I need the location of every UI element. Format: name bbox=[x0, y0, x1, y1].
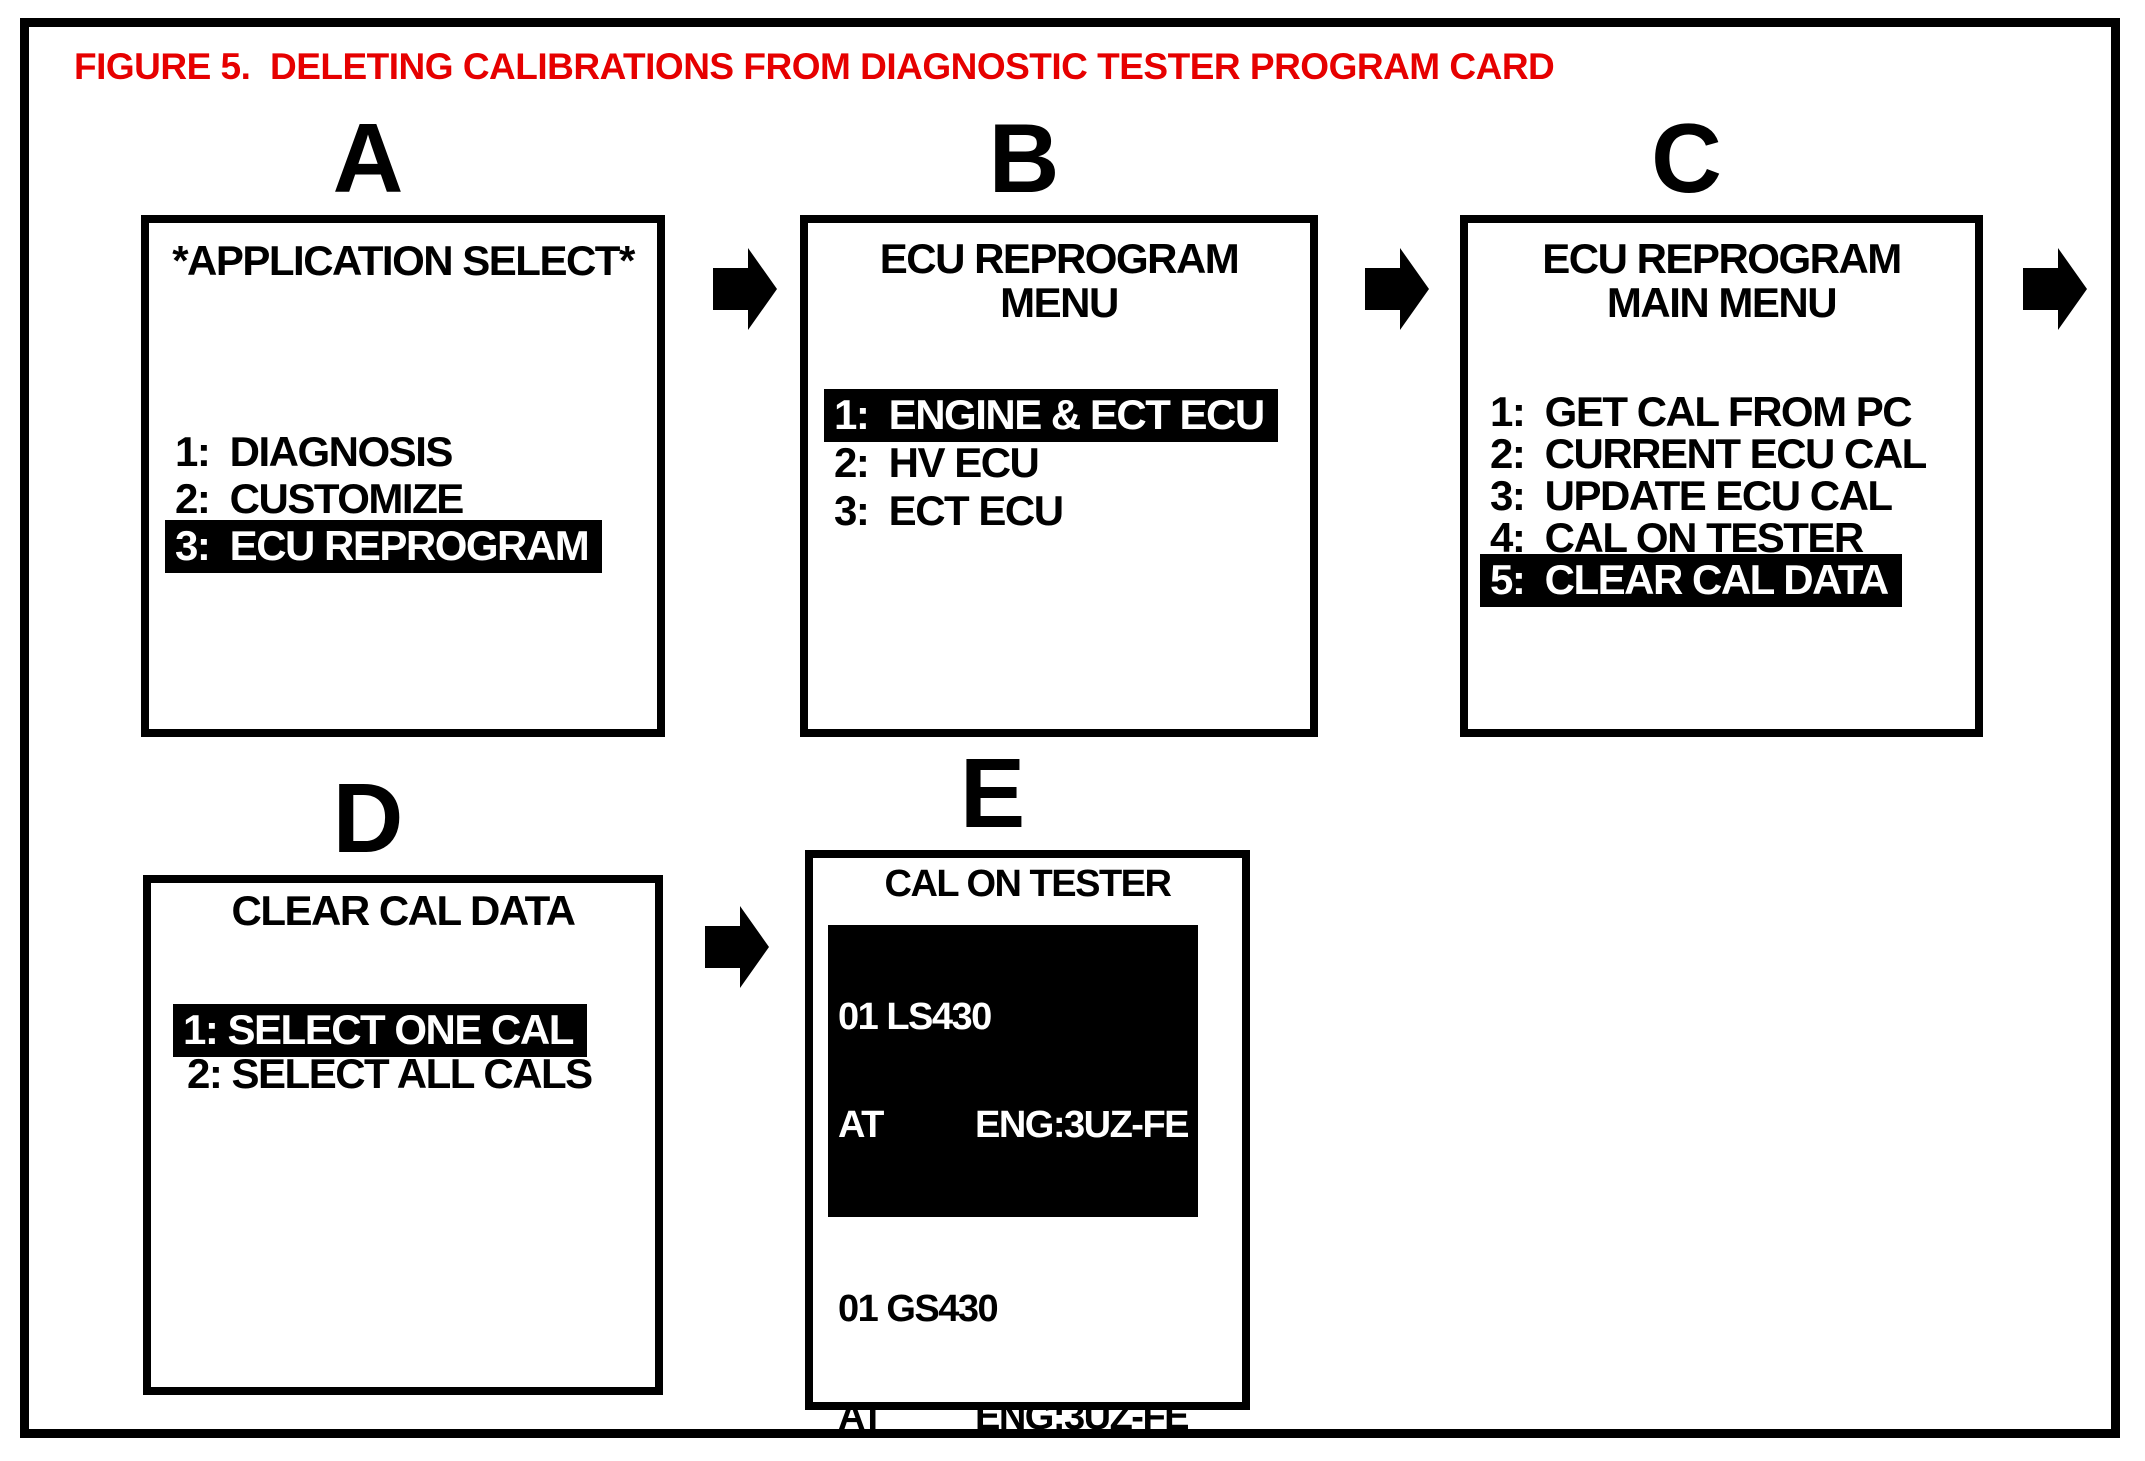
menu-item: 2: SELECT ALL CALS bbox=[151, 1052, 655, 1096]
screen-b-display: ECU REPROGRAM MENU 1: ENGINE & ECT ECU 2… bbox=[800, 215, 1318, 737]
calibration-entry: 01 GS430 AT ENG:3UZ-FE bbox=[828, 1217, 1198, 1461]
menu-item-label: 4: CAL ON TESTER bbox=[1490, 514, 1864, 561]
menu-item-label: 2: HV ECU bbox=[834, 439, 1040, 486]
menu-item-label: 1: SELECT ONE CAL bbox=[173, 1004, 587, 1057]
screen-d-title: CLEAR CAL DATA bbox=[231, 887, 576, 934]
screen-c: C ECU REPROGRAM MAIN MENU 1: GET CAL FRO… bbox=[1460, 102, 1983, 737]
calibration-transmission: AT bbox=[838, 1396, 884, 1438]
calibration-detail-row: AT ENG:3UZ-FE bbox=[838, 1104, 1190, 1146]
figure-border bbox=[20, 18, 2120, 1438]
figure-title: FIGURE 5. DELETING CALIBRATIONS FROM DIA… bbox=[74, 46, 1555, 87]
menu-item: 2: CURRENT ECU CAL bbox=[1468, 433, 1975, 475]
screen-a-title: *APPLICATION SELECT* bbox=[172, 237, 635, 284]
menu-item-label: 2: SELECT ALL CALS bbox=[187, 1050, 593, 1097]
screen-e: E CAL ON TESTER 01 LS430 AT ENG:3UZ-FE 0… bbox=[805, 737, 1250, 1436]
calibration-engine: ENG:3UZ-FE bbox=[975, 1104, 1190, 1146]
menu-item: 4: CAL ON TESTER bbox=[1468, 517, 1975, 559]
flow-arrow-right-icon bbox=[1365, 248, 1429, 330]
menu-item-selected: 3: ECU REPROGRAM bbox=[149, 520, 657, 573]
screen-b-menu: 1: ENGINE & ECT ECU 2: HV ECU 3: ECT ECU bbox=[808, 389, 1310, 535]
screen-c-letter: C bbox=[1651, 103, 1722, 213]
screen-b-title-line2: MENU bbox=[1000, 279, 1119, 326]
menu-item-label: 3: ECU REPROGRAM bbox=[165, 520, 603, 573]
menu-item-label: 1: DIAGNOSIS bbox=[175, 428, 453, 475]
flow-arrow-right-icon bbox=[713, 248, 777, 330]
menu-item: 3: ECT ECU bbox=[808, 487, 1310, 535]
menu-item: 2: HV ECU bbox=[808, 439, 1310, 487]
screen-d-menu: 1: SELECT ONE CAL 2: SELECT ALL CALS bbox=[151, 1004, 655, 1096]
flow-arrow-right-icon bbox=[2023, 248, 2087, 330]
menu-item: 1: DIAGNOSIS bbox=[149, 428, 657, 475]
menu-item-selected: 1: SELECT ONE CAL bbox=[151, 1004, 655, 1057]
screen-b-letter: B bbox=[988, 103, 1060, 213]
screen-e-display: CAL ON TESTER 01 LS430 AT ENG:3UZ-FE 01 … bbox=[805, 850, 1250, 1436]
menu-item: 3: UPDATE ECU CAL bbox=[1468, 475, 1975, 517]
menu-item: 2: CUSTOMIZE bbox=[149, 475, 657, 522]
menu-item-label: 3: UPDATE ECU CAL bbox=[1490, 472, 1893, 519]
menu-item-selected: 1: ENGINE & ECT ECU bbox=[808, 389, 1310, 442]
screen-e-letter: E bbox=[959, 738, 1026, 848]
screen-c-title-line1: ECU REPROGRAM bbox=[1542, 235, 1902, 282]
calibration-engine: ENG:3UZ-FE bbox=[975, 1396, 1190, 1438]
menu-item-label: 3: ECT ECU bbox=[834, 487, 1064, 534]
screen-b-title-line1: ECU REPROGRAM bbox=[879, 235, 1240, 282]
screen-d: D CLEAR CAL DATA 1: SELECT ONE CAL 2: SE… bbox=[143, 762, 663, 1395]
screen-a-display: *APPLICATION SELECT* 1: DIAGNOSIS 2: CUS… bbox=[141, 215, 665, 737]
menu-item-label: 1: GET CAL FROM PC bbox=[1490, 388, 1913, 435]
screen-c-menu: 1: GET CAL FROM PC 2: CURRENT ECU CAL 3:… bbox=[1468, 391, 1975, 607]
menu-item-label: 2: CURRENT ECU CAL bbox=[1490, 430, 1927, 477]
menu-item-label: 1: ENGINE & ECT ECU bbox=[824, 389, 1278, 442]
screen-a: A *APPLICATION SELECT* 1: DIAGNOSIS 2: C… bbox=[141, 102, 665, 737]
calibration-model: 01 LS430 bbox=[838, 996, 992, 1038]
calibration-model: 01 GS430 bbox=[838, 1288, 999, 1330]
calibration-entry-selected: 01 LS430 AT ENG:3UZ-FE bbox=[828, 925, 1198, 1217]
menu-item-label: 2: CUSTOMIZE bbox=[175, 475, 464, 522]
screen-d-display: CLEAR CAL DATA 1: SELECT ONE CAL 2: SELE… bbox=[143, 875, 663, 1395]
calibration-transmission: AT bbox=[838, 1104, 884, 1146]
screen-d-letter: D bbox=[332, 763, 404, 873]
menu-item-selected: 5: CLEAR CAL DATA bbox=[1468, 554, 1975, 607]
screen-e-title: CAL ON TESTER bbox=[884, 863, 1172, 905]
flow-arrow-right-icon bbox=[705, 906, 769, 988]
screen-a-letter: A bbox=[332, 103, 404, 213]
screen-c-display: ECU REPROGRAM MAIN MENU 1: GET CAL FROM … bbox=[1460, 215, 1983, 737]
screen-c-title-line2: MAIN MENU bbox=[1606, 279, 1838, 326]
menu-item: 1: GET CAL FROM PC bbox=[1468, 391, 1975, 433]
calibration-list: 01 LS430 AT ENG:3UZ-FE 01 GS430 AT ENG:3… bbox=[828, 925, 1198, 1461]
screen-a-menu: 1: DIAGNOSIS 2: CUSTOMIZE 3: ECU REPROGR… bbox=[149, 428, 657, 573]
menu-item-label: 5: CLEAR CAL DATA bbox=[1480, 554, 1902, 607]
calibration-detail-row: AT ENG:3UZ-FE bbox=[838, 1396, 1190, 1438]
screen-b: B ECU REPROGRAM MENU 1: ENGINE & ECT ECU… bbox=[800, 102, 1318, 737]
